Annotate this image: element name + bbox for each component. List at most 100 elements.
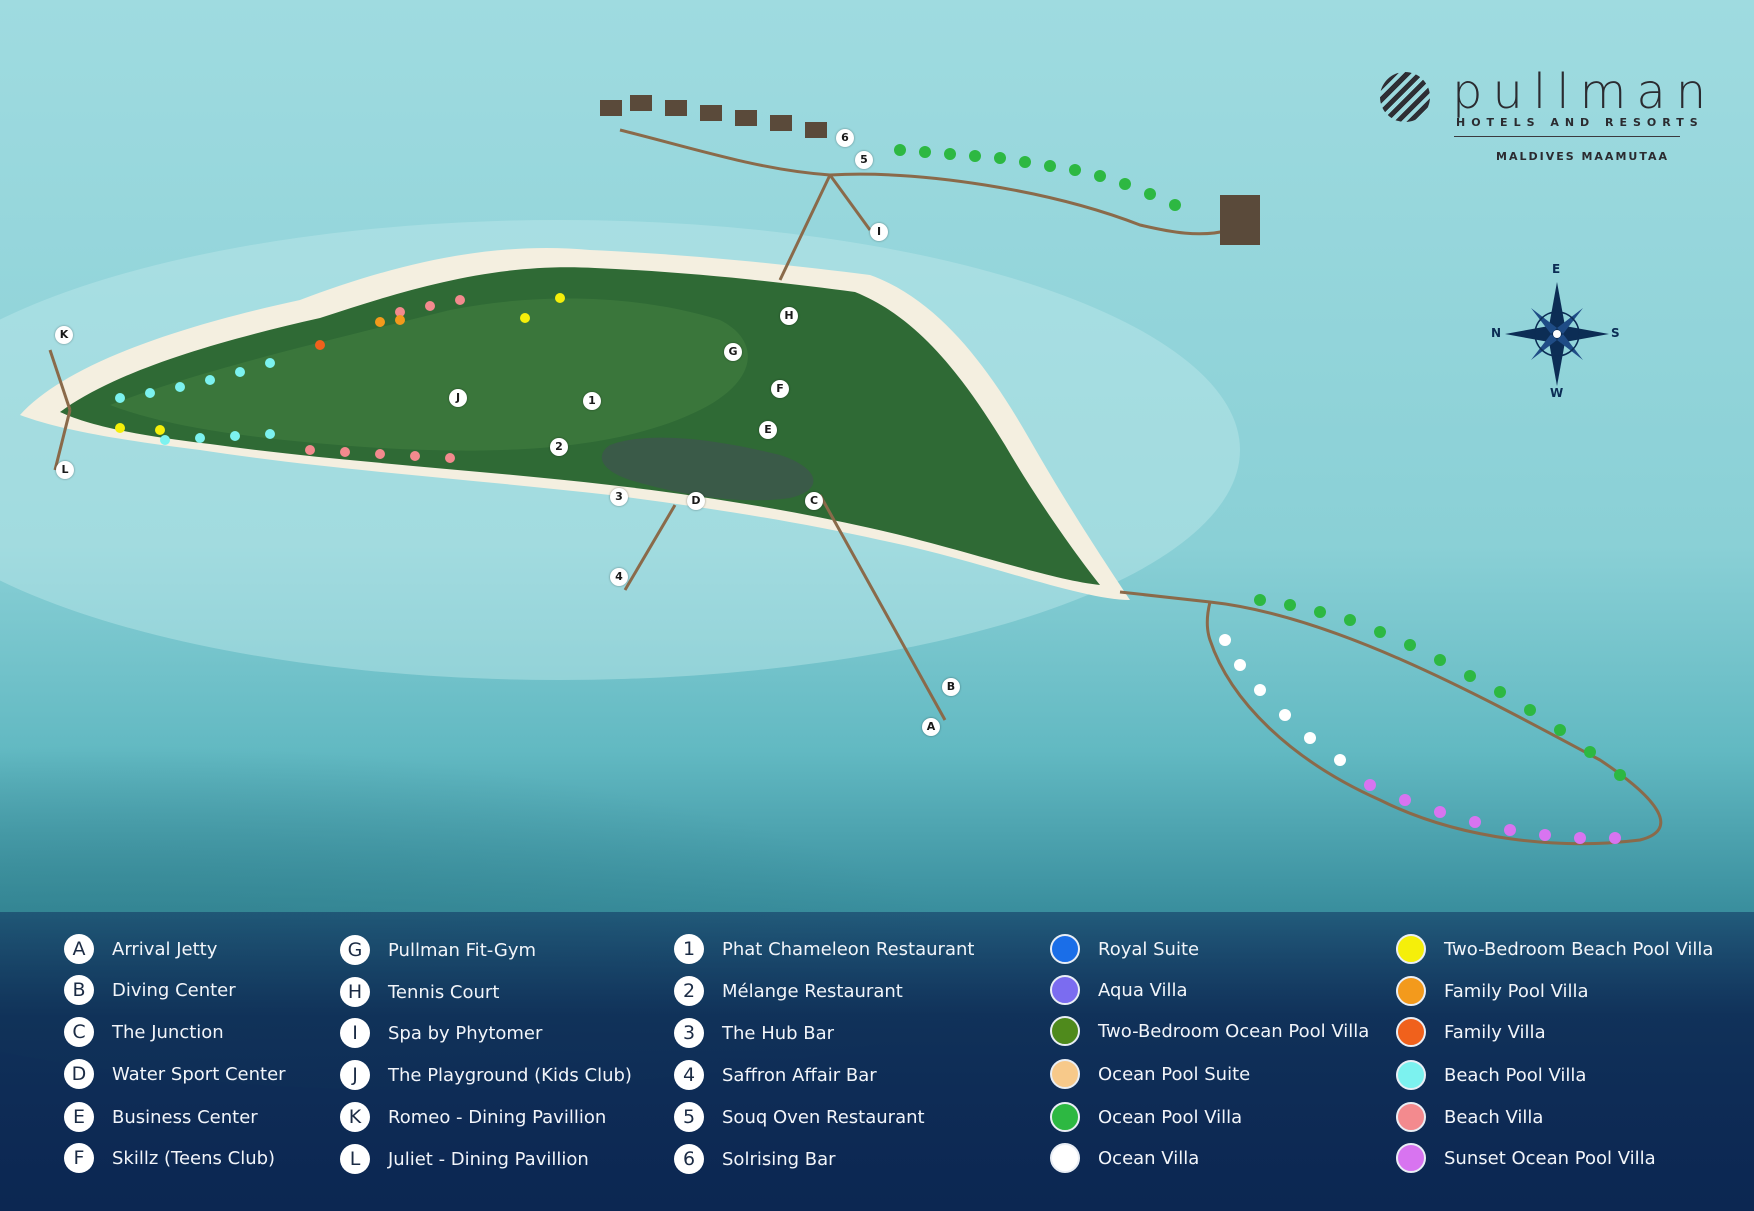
legend-badge: F (64, 1143, 94, 1173)
legend-item-facility: E Business Center (64, 1100, 258, 1134)
legend-item-facility: F Skillz (Teens Club) (64, 1141, 275, 1175)
map-marker[interactable]: D (687, 492, 705, 510)
legend-label: Saffron Affair Bar (722, 1064, 877, 1086)
legend-item-villa: Family Villa (1396, 1015, 1546, 1049)
legend-color-swatch (1396, 976, 1426, 1006)
legend-label: Romeo - Dining Pavillion (388, 1106, 607, 1128)
legend-item-villa: Sunset Ocean Pool Villa (1396, 1141, 1656, 1175)
legend-label: Ocean Villa (1098, 1147, 1200, 1169)
legend-label: The Junction (112, 1021, 224, 1043)
legend-item-dining: 6 Solrising Bar (674, 1142, 836, 1176)
villa-row-north (894, 144, 1181, 211)
legend-label: Water Sport Center (112, 1063, 286, 1085)
legend-badge: B (64, 975, 94, 1005)
legend-item-villa: Beach Villa (1396, 1100, 1543, 1134)
legend-color-swatch (1050, 975, 1080, 1005)
compass-north-label: N (1491, 326, 1502, 340)
legend-badge: I (340, 1018, 370, 1048)
legend-item-facility: I Spa by Phytomer (340, 1016, 542, 1050)
map-marker[interactable]: E (759, 421, 777, 439)
map-marker[interactable]: 3 (610, 488, 628, 506)
logo-wordmark: pullman (1452, 64, 1717, 120)
map-marker[interactable]: 1 (583, 392, 601, 410)
legend-item-facility: D Water Sport Center (64, 1057, 286, 1091)
legend-badge: A (64, 934, 94, 964)
map-marker[interactable]: F (771, 380, 789, 398)
logo-divider (1454, 136, 1680, 137)
legend-label: Mélange Restaurant (722, 980, 903, 1002)
pullman-logo-mark-icon (1380, 72, 1430, 122)
pullman-logo: pullman HOTELS AND RESORTS MALDIVES MAAM… (1380, 64, 1706, 170)
legend-item-facility: H Tennis Court (340, 975, 499, 1009)
map-marker[interactable]: A (922, 718, 940, 736)
compass-star-icon (1505, 282, 1609, 386)
map-marker[interactable]: G (724, 343, 742, 361)
map-marker[interactable]: C (805, 492, 823, 510)
legend-item-dining: 4 Saffron Affair Bar (674, 1058, 877, 1092)
map-legend: A Arrival Jetty B Diving Center C The Ju… (0, 912, 1754, 1211)
compass-west-label: W (1550, 386, 1564, 400)
legend-label: Pullman Fit-Gym (388, 939, 537, 961)
legend-badge: 1 (674, 934, 704, 964)
map-marker[interactable]: 5 (855, 151, 873, 169)
map-marker[interactable]: 4 (610, 568, 628, 586)
legend-item-facility: A Arrival Jetty (64, 932, 217, 966)
legend-label: Juliet - Dining Pavillion (388, 1148, 589, 1170)
legend-item-villa: Royal Suite (1050, 932, 1199, 966)
legend-label: Royal Suite (1098, 938, 1200, 960)
legend-item-dining: 2 Mélange Restaurant (674, 974, 903, 1008)
legend-color-swatch (1396, 1102, 1426, 1132)
beach-villas (115, 293, 565, 463)
map-marker[interactable]: B (942, 678, 960, 696)
legend-badge: E (64, 1102, 94, 1132)
legend-item-villa: Ocean Villa (1050, 1141, 1199, 1175)
legend-label: Two-Bedroom Beach Pool Villa (1444, 938, 1714, 960)
legend-label: Ocean Pool Villa (1098, 1106, 1243, 1128)
legend-badge: 5 (674, 1102, 704, 1132)
legend-color-swatch (1050, 1059, 1080, 1089)
legend-label: The Hub Bar (722, 1022, 835, 1044)
logo-subtitle: MALDIVES MAAMUTAA (1496, 150, 1669, 163)
map-marker[interactable]: H (780, 307, 798, 325)
legend-item-facility: L Juliet - Dining Pavillion (340, 1142, 589, 1176)
legend-label: Souq Oven Restaurant (722, 1106, 925, 1128)
legend-label: Two-Bedroom Ocean Pool Villa (1098, 1020, 1370, 1042)
legend-item-dining: 5 Souq Oven Restaurant (674, 1100, 925, 1134)
overwater-villas-north (600, 95, 1260, 245)
legend-color-swatch (1050, 1102, 1080, 1132)
legend-badge: J (340, 1060, 370, 1090)
map-marker[interactable]: I (870, 223, 888, 241)
legend-item-facility: K Romeo - Dining Pavillion (340, 1100, 606, 1134)
legend-item-facility: J The Playground (Kids Club) (340, 1058, 632, 1092)
legend-color-swatch (1396, 1060, 1426, 1090)
legend-badge: G (340, 935, 370, 965)
legend-item-villa: Two-Bedroom Beach Pool Villa (1396, 932, 1713, 966)
compass-east-label: E (1552, 262, 1561, 276)
legend-label: Solrising Bar (722, 1148, 836, 1170)
map-marker[interactable]: 2 (550, 438, 568, 456)
legend-label: Arrival Jetty (112, 938, 218, 960)
legend-label: Phat Chameleon Restaurant (722, 938, 975, 960)
logo-tagline: HOTELS AND RESORTS (1456, 116, 1704, 129)
legend-color-swatch (1396, 1143, 1426, 1173)
legend-color-swatch (1050, 934, 1080, 964)
villa-loop-east (1219, 594, 1626, 844)
legend-badge: 4 (674, 1060, 704, 1090)
legend-item-facility: G Pullman Fit-Gym (340, 933, 536, 967)
legend-label: Tennis Court (388, 981, 500, 1003)
map-marker[interactable]: K (55, 326, 73, 344)
legend-badge: H (340, 977, 370, 1007)
compass-rose: E N S W (1491, 262, 1620, 400)
legend-label: Ocean Pool Suite (1098, 1063, 1251, 1085)
map-marker[interactable]: L (56, 461, 74, 479)
legend-label: Spa by Phytomer (388, 1022, 543, 1044)
legend-badge: 6 (674, 1144, 704, 1174)
legend-color-swatch (1050, 1143, 1080, 1173)
legend-label: Business Center (112, 1106, 258, 1128)
map-marker[interactable]: 6 (836, 129, 854, 147)
legend-item-villa: Beach Pool Villa (1396, 1058, 1586, 1092)
legend-badge: 3 (674, 1018, 704, 1048)
legend-item-facility: B Diving Center (64, 973, 236, 1007)
legend-item-villa: Aqua Villa (1050, 973, 1188, 1007)
map-marker[interactable]: J (449, 389, 467, 407)
